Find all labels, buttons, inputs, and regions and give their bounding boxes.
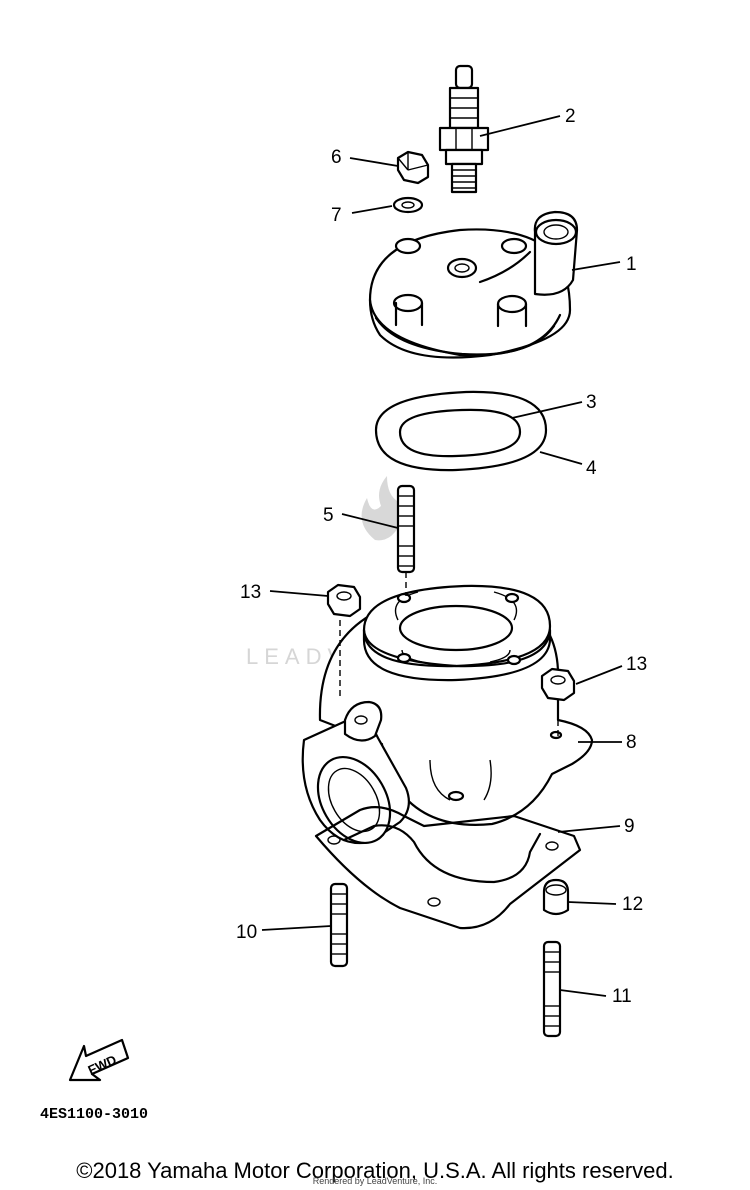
callout-2: 2 xyxy=(565,106,576,127)
callout-3: 3 xyxy=(586,392,597,413)
copyright-notice: ©2018 Yamaha Motor Corporation, U.S.A. A… xyxy=(76,1158,674,1183)
callout-12: 12 xyxy=(622,894,643,915)
callout-13-lower: 13 xyxy=(626,654,647,675)
callout-4: 4 xyxy=(586,458,597,479)
leader-lines xyxy=(261,115,623,997)
callout-13-upper: 13 xyxy=(240,582,261,603)
part-8-cylinder[interactable] xyxy=(301,584,594,856)
part-13-nut-upper[interactable] xyxy=(326,583,362,618)
callout-11: 11 xyxy=(612,986,632,1007)
part-2-spark-plug[interactable] xyxy=(438,64,490,194)
part-12-dowel-pin[interactable] xyxy=(542,878,570,916)
part-13-nut-lower[interactable] xyxy=(540,667,576,702)
callout-6: 6 xyxy=(331,147,342,168)
callout-7: 7 xyxy=(331,205,342,226)
part-9-base-gasket[interactable] xyxy=(314,805,582,930)
part-5-stud-bolt[interactable] xyxy=(396,484,416,574)
rendered-by-credit: Rendered by LeadVenture, Inc. xyxy=(312,1176,438,1186)
callout-8: 8 xyxy=(626,732,637,753)
callout-5: 5 xyxy=(323,505,334,526)
fwd-arrow-icon: FWD xyxy=(68,1038,130,1082)
part-1-cylinder-head[interactable] xyxy=(368,210,579,359)
alignment-lines xyxy=(339,572,559,740)
part-6-nut[interactable] xyxy=(396,150,430,185)
part-3-4-gasket[interactable] xyxy=(374,390,548,472)
callout-9: 9 xyxy=(624,816,635,837)
callout-labels: 2 6 7 1 3 4 5 13 13 8 9 12 10 11 xyxy=(236,106,647,1007)
part-11-stud-bolt[interactable] xyxy=(542,940,562,1038)
diagram-code: 4ES1100-3010 xyxy=(40,1106,149,1123)
callout-10: 10 xyxy=(236,922,257,943)
part-10-stud-bolt[interactable] xyxy=(329,882,349,968)
callout-1: 1 xyxy=(626,254,637,275)
part-7-washer[interactable] xyxy=(392,196,424,214)
